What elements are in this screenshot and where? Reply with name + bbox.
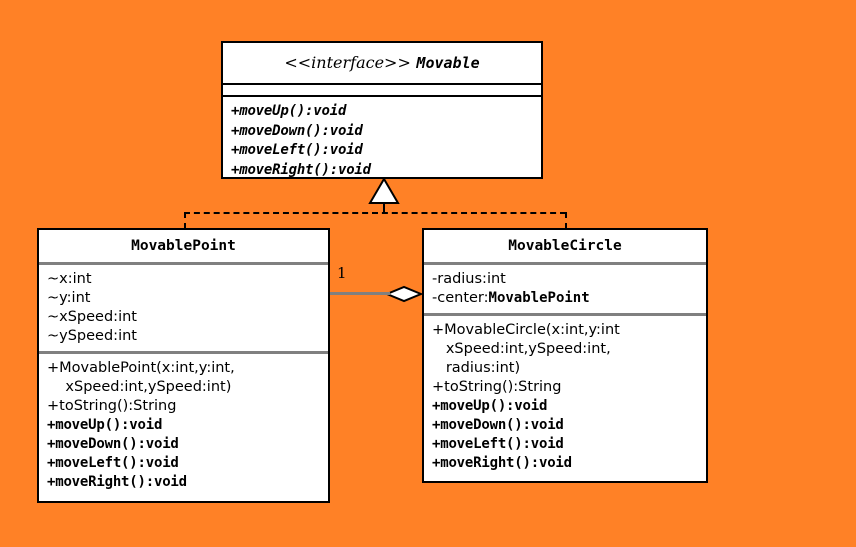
movable-circle-method-1: xSpeed:int,ySpeed:int, [432, 341, 611, 357]
movable-circle-method-4: +moveUp():void [432, 398, 548, 414]
movable-point-attributes-divider [39, 351, 328, 354]
movable-circle-attribute-0: -radius:int [432, 271, 506, 287]
interface-method-2: +moveLeft():void [231, 142, 363, 158]
movable-point-attribute-0: ~x:int [47, 271, 92, 287]
movable-point-method-0: +MovablePoint(x:int,y:int, [47, 360, 235, 376]
class-box-movable-interface[interactable]: <<interface>> Movable +moveUp():void +mov… [221, 41, 543, 179]
class-box-movable-point[interactable]: MovablePoint ~x:int ~y:int ~xSpeed:int ~ySp… [37, 228, 330, 503]
aggregation-line [330, 292, 390, 295]
interface-header-divider [223, 83, 541, 85]
realization-drop-movable-circle [565, 212, 567, 229]
interface-name: Movable [416, 54, 480, 72]
aggregation-multiplicity-label: 1 [337, 264, 347, 282]
interface-method-1: +moveDown():void [231, 122, 363, 139]
interface-methods-compartment: +moveUp():void +moveDown():void +moveLeft(… [223, 97, 541, 185]
hollow-diamond-icon [384, 285, 424, 303]
movable-circle-method-6: +moveLeft():void [432, 436, 564, 452]
movable-circle-attribute-type-1: MovablePoint [488, 290, 590, 306]
class-box-movable-circle[interactable]: MovableCircle -radius:int -center:Movable… [422, 228, 708, 483]
movable-circle-attributes-compartment: -radius:int -center:MovablePoint [424, 265, 706, 313]
realization-stem [383, 202, 385, 213]
movable-circle-header-divider [424, 262, 706, 265]
movable-circle-attributes-divider [424, 313, 706, 316]
movable-point-attribute-2: ~xSpeed:int [47, 309, 137, 325]
movable-circle-method-5: +moveDown():void [432, 417, 564, 433]
interface-stereotype: <<interface>> [284, 53, 411, 72]
movable-point-attribute-1: ~y:int [47, 290, 91, 306]
hollow-triangle-icon [368, 177, 400, 204]
realization-drop-movable-point [184, 212, 186, 229]
movable-point-method-2: +toString():String [47, 398, 177, 414]
interface-attributes-divider [223, 95, 541, 97]
movable-point-method-1: xSpeed:int,ySpeed:int) [47, 379, 232, 395]
movable-circle-method-7: +moveRight():void [432, 455, 572, 471]
interface-method-0: +moveUp():void [231, 103, 347, 119]
movable-point-method-4: +moveDown():void [47, 436, 179, 452]
movable-circle-method-0: +MovableCircle(x:int,y:int [432, 322, 620, 338]
movable-circle-methods-compartment: +MovableCircle(x:int,y:int xSpeed:int,yS… [424, 316, 706, 478]
movable-point-method-6: +moveRight():void [47, 474, 187, 490]
movable-point-method-3: +moveUp():void [47, 417, 163, 433]
movable-circle-method-3: +toString():String [432, 379, 562, 395]
movable-circle-method-2: radius:int) [432, 360, 521, 376]
movable-circle-attribute-1: -center:MovablePoint [432, 290, 590, 306]
interface-method-3: +moveRight():void [231, 161, 371, 178]
interface-header: <<interface>> Movable [223, 43, 541, 83]
movable-point-title: MovablePoint [131, 238, 236, 254]
movable-circle-title: MovableCircle [508, 238, 622, 254]
movable-point-attribute-3: ~ySpeed:int [47, 328, 137, 344]
realization-crossbar [184, 212, 566, 214]
movable-point-methods-compartment: +MovablePoint(x:int,y:int, xSpeed:int,yS… [39, 354, 328, 497]
movable-point-header-divider [39, 262, 328, 265]
movable-point-attributes-compartment: ~x:int ~y:int ~xSpeed:int ~ySpeed:int [39, 265, 328, 351]
movable-point-method-5: +moveLeft():void [47, 455, 179, 471]
